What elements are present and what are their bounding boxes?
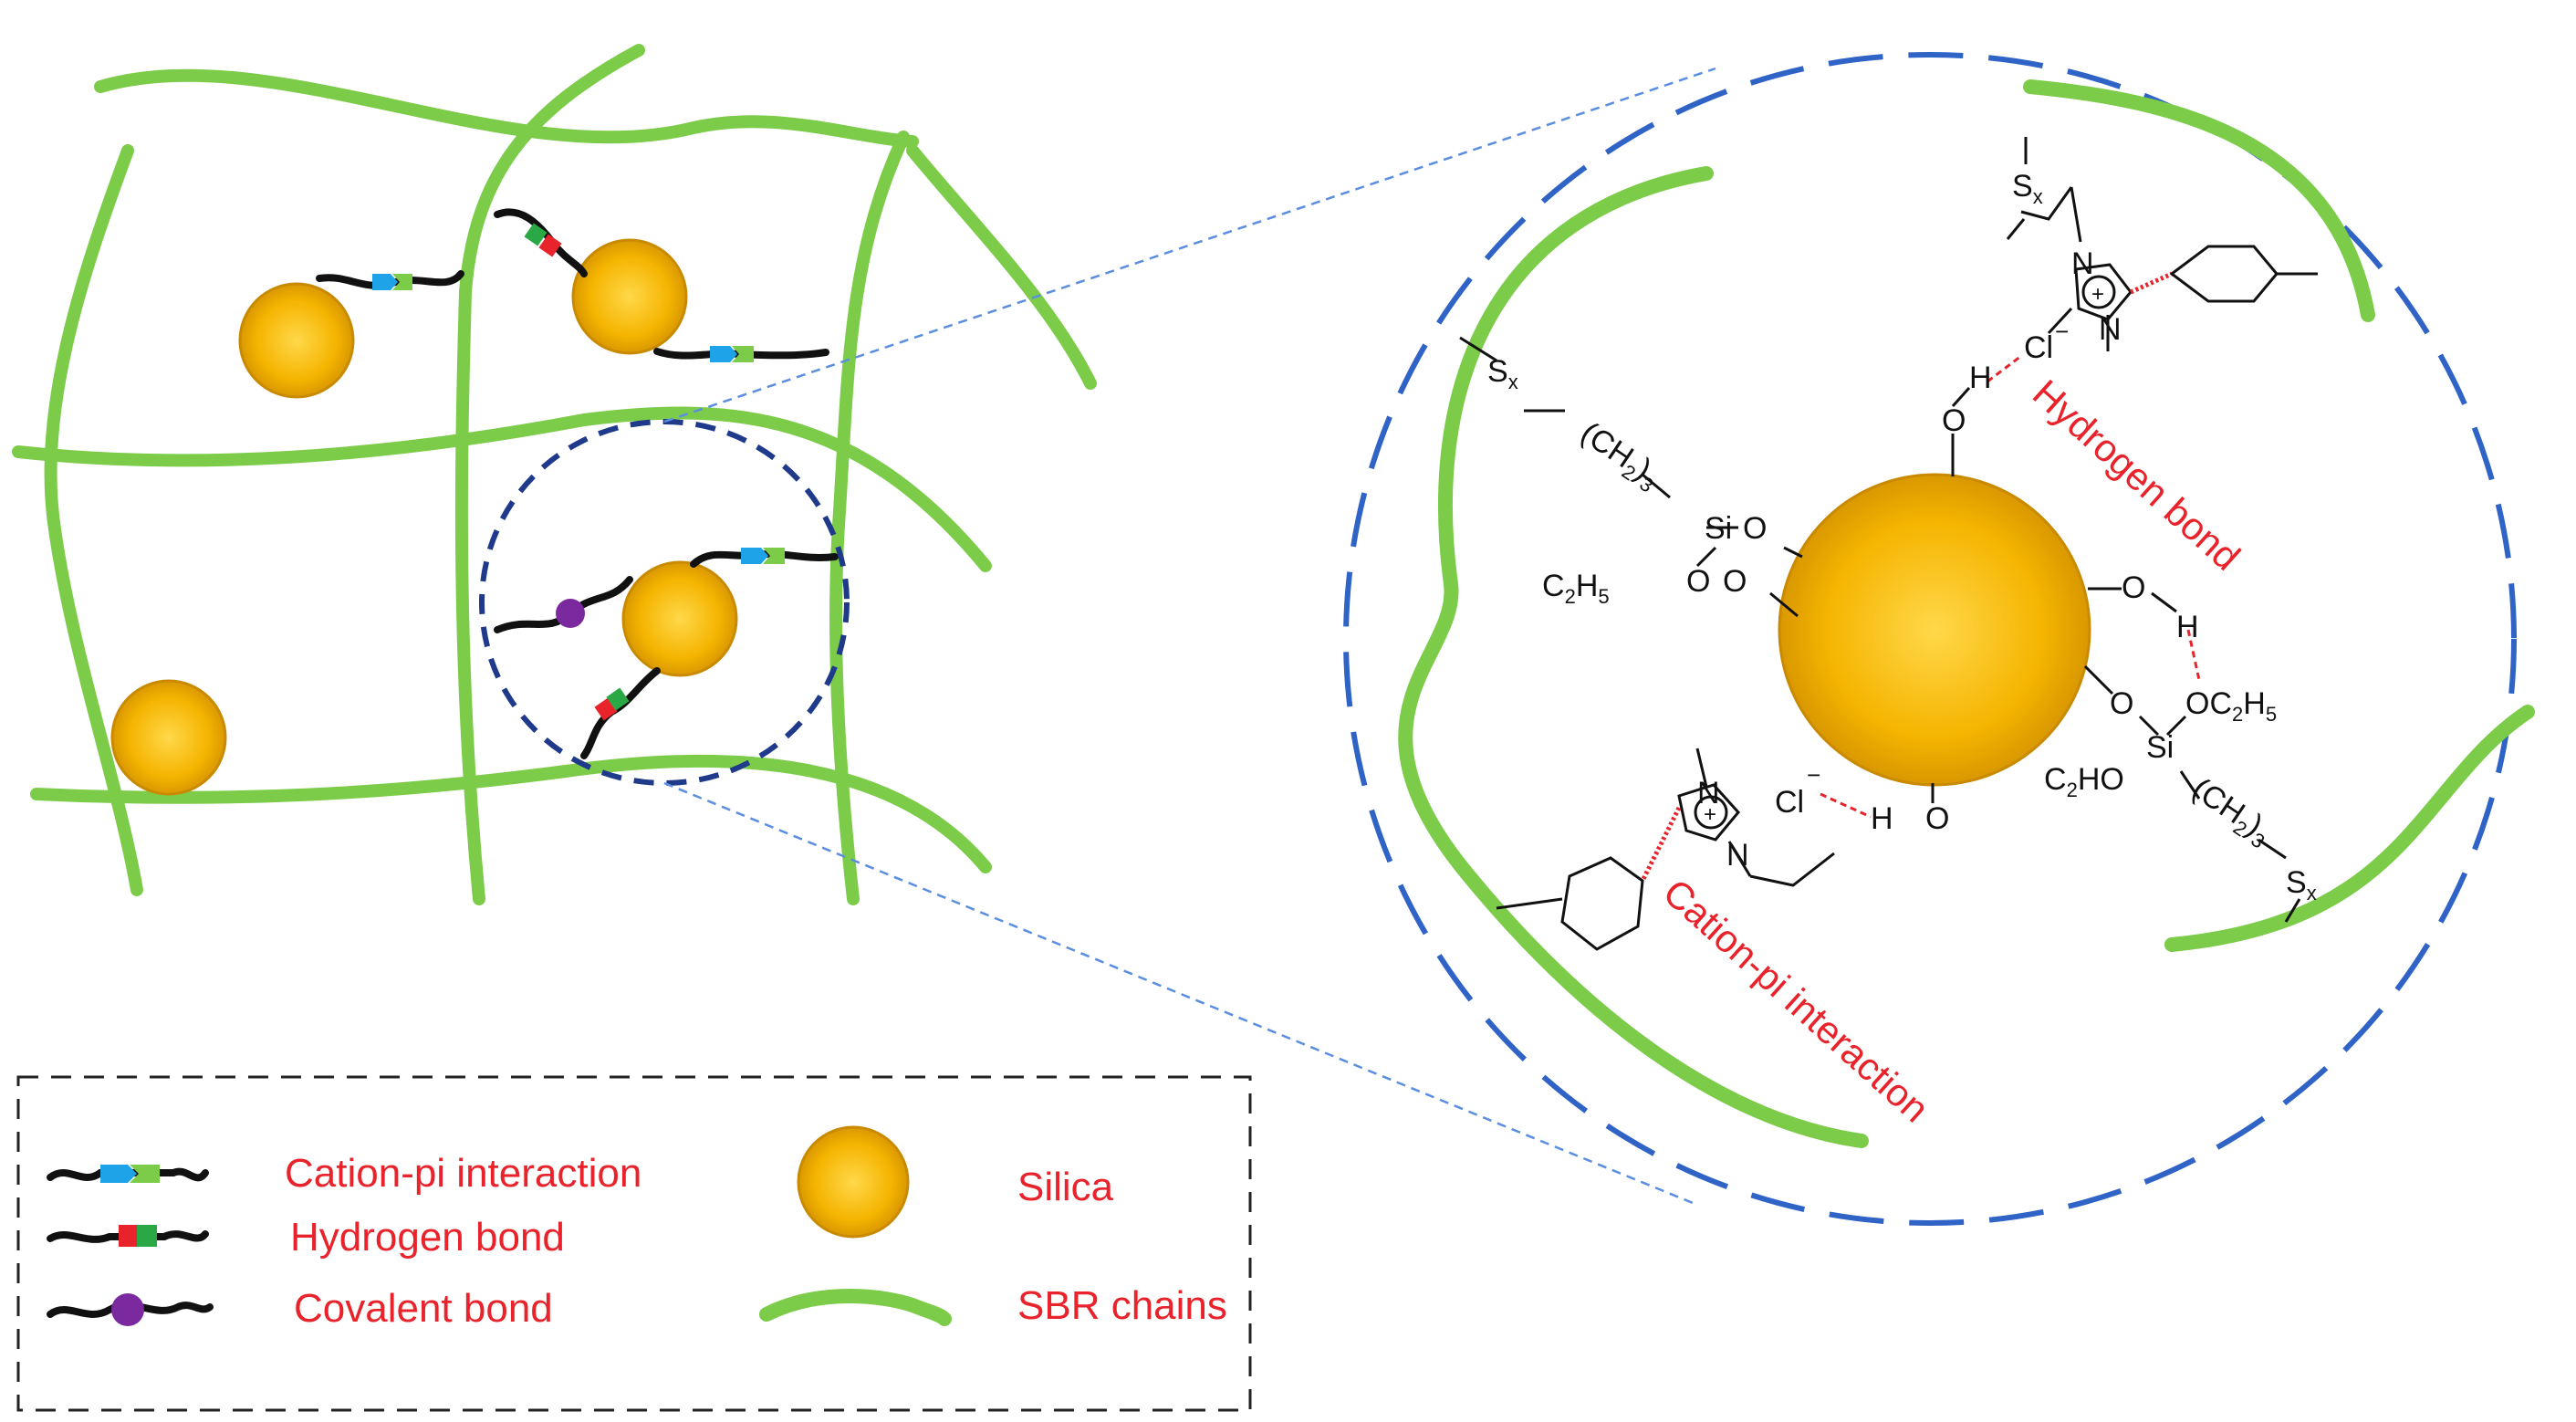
legend-label-sbr-chains: SBR chains (1017, 1283, 1227, 1328)
sbr-chain (1398, 166, 1869, 1148)
chem-n-top2: N (2099, 312, 2122, 347)
sbr-chain (30, 754, 992, 873)
linker-chain (494, 208, 588, 277)
chem-o-bottom: O (1925, 801, 1949, 836)
silica-particle-large (1778, 473, 2091, 787)
chem-n-top: N (2071, 246, 2094, 281)
hydrogen-bond-line (1820, 792, 1872, 819)
chem-sx-right: Sx (2286, 865, 2317, 904)
hydrogen-bond-unit (524, 223, 548, 246)
sbr-chain (44, 144, 143, 896)
imidazolium-bottom (1496, 748, 1835, 951)
silica-particle (110, 679, 227, 796)
chem-plus-bottom: + (1704, 802, 1716, 827)
chem-cl-top: Cl (2024, 330, 2053, 365)
chem-si-right: Si (2146, 730, 2174, 765)
linker-units-left (372, 223, 785, 721)
silica-particle (621, 560, 738, 677)
cation-pi-linker-icon (47, 1165, 209, 1183)
chem-ch2-left: (CH2)3 (1572, 415, 1667, 497)
imidazolium-top (2006, 137, 2318, 351)
chem-h-bottom: H (1871, 801, 1893, 836)
chem-o-top: O (1942, 403, 1966, 438)
silica-particle (238, 282, 355, 399)
chem-minus-bottom: − (1807, 761, 1820, 789)
silica-particle-icon (797, 1125, 910, 1239)
chem-n-bottom2: N (1726, 838, 1749, 873)
chem-o-left1: O (1743, 511, 1767, 546)
silica-particle (571, 238, 688, 355)
legend-label-hydrogen-bond: Hydrogen bond (290, 1215, 565, 1260)
chem-o-left2: O (1723, 564, 1747, 599)
chem-o-left3: O (1686, 564, 1710, 599)
chem-si-left: Si (1705, 511, 1732, 546)
sbr-chain (94, 68, 919, 148)
chem-ethoxy-right2: C2HO (2044, 762, 2124, 801)
hydrogen-bond-unit (538, 234, 562, 257)
sbr-chain-icon (759, 1289, 952, 1326)
cation-pi-unit (763, 548, 785, 564)
chem-o-right: O (2122, 570, 2145, 605)
cation-pi-unit (710, 346, 737, 362)
legend-label-cation-pi: Cation-pi interaction (285, 1151, 641, 1196)
chem-n-bottom: N (1697, 776, 1720, 810)
cation-pi-unit (372, 274, 398, 290)
sbr-chain (12, 406, 992, 572)
legend: Cation-pi interaction Hydrogen bond Cova… (16, 1075, 1252, 1412)
silica-particles-left (110, 238, 738, 796)
sbr-chain (2023, 79, 2375, 322)
sbr-chain (2164, 705, 2535, 952)
cation-pi-unit (741, 548, 768, 564)
zoom-circle-large (1343, 52, 2517, 1226)
covalent-unit (556, 599, 585, 628)
legend-label-silica: Silica (1017, 1165, 1114, 1209)
chem-plus-top: + (2091, 282, 2104, 307)
chem-cl-bottom: Cl (1775, 785, 1804, 820)
hydrogen-bond-line (1987, 354, 2022, 383)
legend-box (16, 1075, 1252, 1412)
linker-chain (580, 667, 661, 759)
covalent-bond-linker-icon (47, 1293, 214, 1326)
hydrogen-bond-line (2186, 629, 2201, 681)
chem-h-right: H (2176, 610, 2199, 644)
zoom-detail: Sx N N + Cl − H O Sx (CH2)3 Si O O O C2H… (1343, 52, 2535, 1226)
sbr-chain (906, 144, 1097, 390)
chem-sx-top: Sx (2012, 169, 2043, 208)
legend-label-covalent-bond: Covalent bond (294, 1286, 553, 1331)
chem-h-top: H (1969, 361, 1992, 395)
sbr-chain (454, 44, 645, 905)
chem-ethoxy-left: C2H5 (1542, 569, 1610, 608)
chem-ch2-right: (CH2)3 (2184, 771, 2279, 852)
cation-pi-label: Cation-pi interaction (1655, 871, 1937, 1131)
hydrogen-bond-unit (606, 687, 630, 711)
cation-pi-unit (732, 346, 754, 362)
chem-ethoxy-right1: OC2H5 (2185, 686, 2277, 726)
chem-o-right2: O (2110, 686, 2133, 721)
cation-pi-unit (392, 274, 412, 290)
hydrogen-bond-linker-icon (47, 1225, 209, 1247)
chem-minus-top: − (2055, 318, 2069, 345)
sbr-network (12, 44, 1097, 905)
zoom-connectors (663, 67, 1716, 1207)
chem-sx-left: Sx (1487, 354, 1518, 393)
